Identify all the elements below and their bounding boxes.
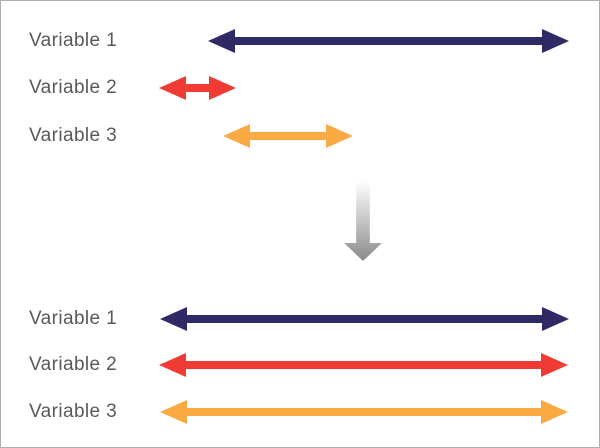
- arrow-left-head-icon: [223, 124, 250, 148]
- after-variable-1-range-arrow-icon: [160, 307, 569, 331]
- arrow-shaft: [186, 84, 209, 92]
- before-variable-3-label: Variable 3: [29, 125, 118, 146]
- arrow-shaft: [187, 408, 541, 416]
- arrow-shaft: [235, 37, 542, 45]
- before-variable-1-label: Variable 1: [29, 30, 118, 51]
- arrow-right-head-icon: [209, 76, 236, 100]
- arrow-right-head-icon: [326, 124, 353, 148]
- arrow-right-head-icon: [541, 400, 568, 424]
- arrow-left-head-icon: [160, 400, 187, 424]
- after-variable-2-range-arrow-icon: [159, 353, 568, 377]
- down-arrow-icon: [344, 181, 382, 261]
- arrow-left-head-icon: [159, 353, 186, 377]
- after-variable-3-range-arrow-icon: [160, 400, 568, 424]
- arrow-right-head-icon: [542, 307, 569, 331]
- arrow-left-head-icon: [160, 307, 187, 331]
- before-variable-2-label: Variable 2: [29, 77, 118, 98]
- arrow-shaft: [250, 132, 326, 140]
- arrow-shaft: [186, 361, 541, 369]
- before-variable-1-range-arrow-icon: [208, 29, 569, 53]
- arrow-right-head-icon: [541, 353, 568, 377]
- arrow-shaft: [187, 315, 542, 323]
- arrow-left-head-icon: [208, 29, 235, 53]
- arrow-left-head-icon: [159, 76, 186, 100]
- before-variable-2-range-arrow-icon: [159, 76, 236, 100]
- after-variable-2-label: Variable 2: [29, 354, 118, 375]
- arrow-right-head-icon: [542, 29, 569, 53]
- after-variable-3-label: Variable 3: [29, 401, 118, 422]
- before-variable-3-range-arrow-icon: [223, 124, 353, 148]
- after-variable-1-label: Variable 1: [29, 308, 118, 329]
